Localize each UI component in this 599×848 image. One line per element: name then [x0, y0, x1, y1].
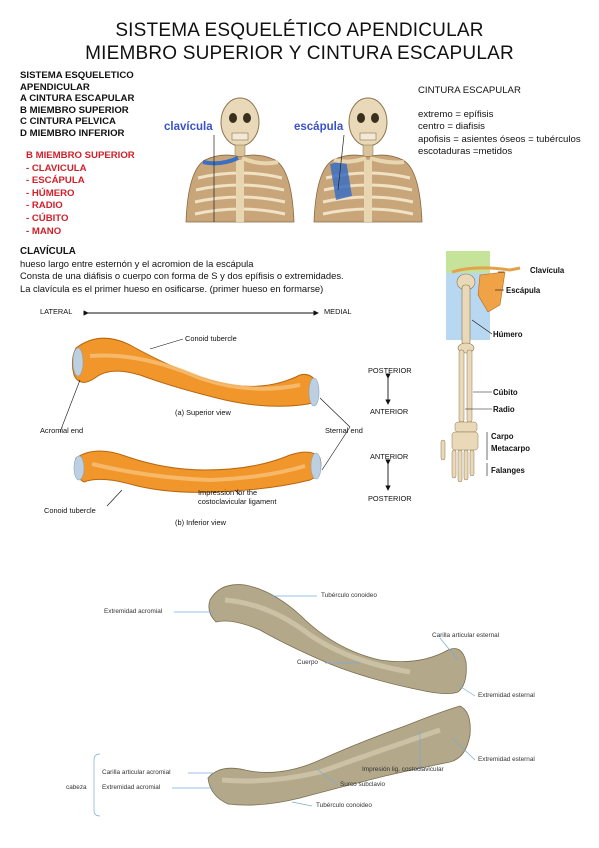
subsection-item: - ESCÁPULA: [26, 175, 85, 187]
photo-label-tuberculo-top: Tubérculo conoideo: [321, 592, 377, 599]
cintura-line: escotaduras =metidos: [418, 146, 513, 158]
photo-label-tuberculo-bottom: Tubérculo conoideo: [316, 802, 372, 809]
description-line: La clavícula es el primer hueso en osifi…: [20, 282, 324, 294]
outline-item: D MIEMBRO INFERIOR: [20, 127, 125, 139]
arm-label-cubito: Cúbito: [493, 388, 518, 397]
subsection-item: - CLAVICULA: [26, 162, 87, 174]
arm-label-falanges: Falanges: [491, 466, 525, 475]
description-line: hueso largo entre esternón y el acromion…: [20, 258, 254, 269]
photo-label-carilla-esternal: Carilla articular esternal: [432, 632, 500, 639]
clavicle-inferior-view: [73, 450, 322, 493]
subsection-heading: B MIEMBRO SUPERIOR: [26, 150, 135, 161]
skeleton-left: [185, 97, 295, 223]
photo-label-impresion: Impresión lig. costoclavicular: [362, 766, 444, 773]
photo-label-cuerpo: Cuerpo: [297, 659, 318, 666]
outline-list: SISTEMA ESQUELETICO APENDICULAR A CINTUR…: [20, 70, 134, 140]
photo-label-ext-acromial-top: Extremidad acromial: [104, 608, 163, 615]
subsection-list: B MIEMBRO SUPERIOR - CLAVICULA - ESCÁPUL…: [26, 150, 135, 238]
arm-label-humero: Húmero: [493, 330, 523, 339]
arm-label-escapula: Escápula: [506, 286, 541, 295]
clavicula-description: hueso largo entre esternón y el acromion…: [20, 258, 344, 295]
description-line: Consta de una diáfisis o cuerpo con form…: [20, 270, 344, 282]
label-lateral: LATERAL: [40, 307, 73, 316]
photo-label-surco-subclavio: Surco subclavio: [340, 781, 386, 788]
page-subtitle: MIEMBRO SUPERIOR Y CINTURA ESCAPULAR: [85, 43, 514, 64]
outline-item: C CINTURA PELVICA: [20, 116, 116, 128]
label-anterior-bottom: ANTERIOR: [370, 452, 409, 461]
label-escapula: escápula: [294, 121, 344, 133]
subsection-item: - CÚBITO: [26, 212, 69, 224]
label-conoid-tubercle-top: Conoid tubercle: [185, 334, 237, 343]
label-clavicula: clavícula: [164, 121, 213, 133]
outline-item: SISTEMA ESQUELETICO: [20, 70, 134, 81]
label-superior-view: (a) Superior view: [175, 408, 231, 417]
skeleton-right: [313, 97, 423, 223]
arm-label-carpo: Carpo: [491, 432, 514, 441]
arm-label-radio: Radio: [493, 405, 515, 414]
photo-label-ext-esternal-top: Extremidad esternal: [478, 692, 535, 699]
outline-item: A CINTURA ESCAPULAR: [20, 93, 135, 105]
page-title: SISTEMA ESQUELÉTICO APENDICULAR: [115, 20, 484, 41]
cintura-heading: CINTURA ESCAPULAR: [418, 85, 521, 96]
cintura-line: apofisis = asientes óseos = tubérculos: [418, 133, 581, 145]
label-anterior-top: ANTERIOR: [370, 407, 409, 416]
arm-label-clavicula: Clavícula: [530, 266, 565, 275]
label-medial: MEDIAL: [324, 307, 352, 316]
clavicle-photo-top: [208, 584, 467, 694]
cintura-line: extremo = epífisis: [418, 108, 494, 120]
outline-item: B MIEMBRO SUPERIOR: [20, 104, 129, 116]
label-sternal-end: Sternal end: [325, 426, 363, 435]
subsection-item: - MANO: [26, 225, 62, 237]
label-posterior-bottom: POSTERIOR: [368, 494, 412, 503]
photo-label-cabeza: cabeza: [66, 784, 87, 791]
label-inferior-view: (b) Inferior view: [175, 518, 226, 527]
label-posterior-top: POSTERIOR: [368, 366, 412, 375]
photo-label-ext-esternal-bottom: Extremidad esternal: [478, 756, 535, 763]
outline-item: APENDICULAR: [20, 81, 90, 93]
photo-label-carilla-acromial: Carilla articular acromial: [102, 769, 171, 776]
label-impression-2: costoclavicular ligament: [198, 497, 277, 506]
label-conoid-tubercle-bottom: Conoid tubercle: [44, 506, 96, 515]
label-acromial-end: Acromial end: [40, 426, 84, 435]
cintura-notes: CINTURA ESCAPULAR extremo = epífisis cen…: [418, 85, 581, 159]
arm-label-metacarpo: Metacarpo: [491, 444, 530, 453]
clavicle-photo-bottom: [207, 705, 471, 806]
subsection-item: - HÚMERO: [26, 187, 75, 199]
cintura-line: centro = diafisis: [418, 121, 485, 133]
photo-label-ext-acromial-bottom: Extremidad acromial: [102, 784, 161, 791]
label-impression-1: Impression for the: [198, 488, 258, 497]
clavicle-superior-view: [71, 337, 320, 407]
clavicula-heading: CLAVÍCULA: [20, 246, 76, 257]
subsection-item: - RADIO: [26, 200, 63, 212]
